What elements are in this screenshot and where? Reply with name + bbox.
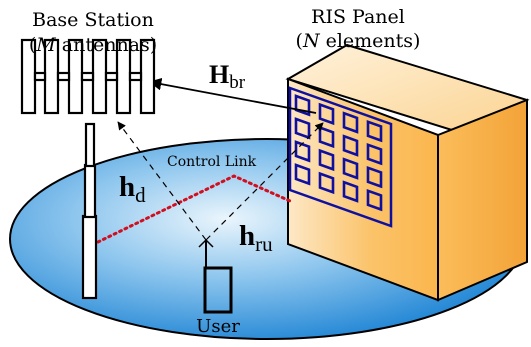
ris-element bbox=[342, 180, 359, 203]
h-ru-channel-line bbox=[205, 122, 324, 241]
h-ru-label: hru bbox=[239, 220, 273, 256]
tower-upper-section bbox=[84, 122, 96, 168]
ris-element bbox=[342, 157, 359, 180]
antenna-count-symbol: M bbox=[35, 34, 56, 56]
ris-element bbox=[342, 111, 359, 134]
ris-element bbox=[294, 94, 311, 117]
ris-element bbox=[342, 134, 359, 157]
ris-element bbox=[318, 102, 335, 126]
h-d-label: hd bbox=[119, 171, 146, 207]
ris-element bbox=[294, 140, 311, 163]
user-label: User bbox=[196, 316, 240, 337]
antenna-array bbox=[20, 38, 156, 115]
tower-lower-section bbox=[81, 214, 98, 300]
ris-element bbox=[318, 171, 335, 195]
building bbox=[285, 43, 530, 302]
ris-element bbox=[366, 188, 383, 212]
ris-element bbox=[294, 163, 311, 186]
base-station bbox=[20, 38, 156, 300]
ris-element bbox=[366, 142, 383, 166]
h-br-channel-line bbox=[148, 77, 317, 114]
ris-subtitle: (N elements) bbox=[296, 30, 421, 52]
ris-element bbox=[366, 165, 383, 189]
ris-element-grid bbox=[294, 94, 383, 212]
control-link-line bbox=[96, 174, 292, 244]
user-handset bbox=[203, 266, 233, 314]
ris-element bbox=[318, 148, 335, 172]
h-d-channel-line bbox=[117, 121, 207, 241]
base-station-title: Base Station bbox=[32, 9, 154, 31]
ris-element bbox=[318, 125, 335, 149]
tower-middle-section bbox=[83, 163, 97, 219]
user-device bbox=[198, 238, 233, 314]
ris-title: RIS Panel bbox=[311, 6, 405, 28]
ris-panel bbox=[288, 86, 393, 228]
h-br-label: Hbr bbox=[209, 60, 246, 93]
control-link-label: Control Link bbox=[167, 154, 257, 170]
ris-panel-border bbox=[288, 86, 393, 228]
base-station-subtitle: (M antennas) bbox=[29, 34, 157, 56]
element-count-symbol: N bbox=[302, 30, 321, 52]
ris-element bbox=[366, 119, 383, 143]
building-side bbox=[437, 98, 528, 302]
